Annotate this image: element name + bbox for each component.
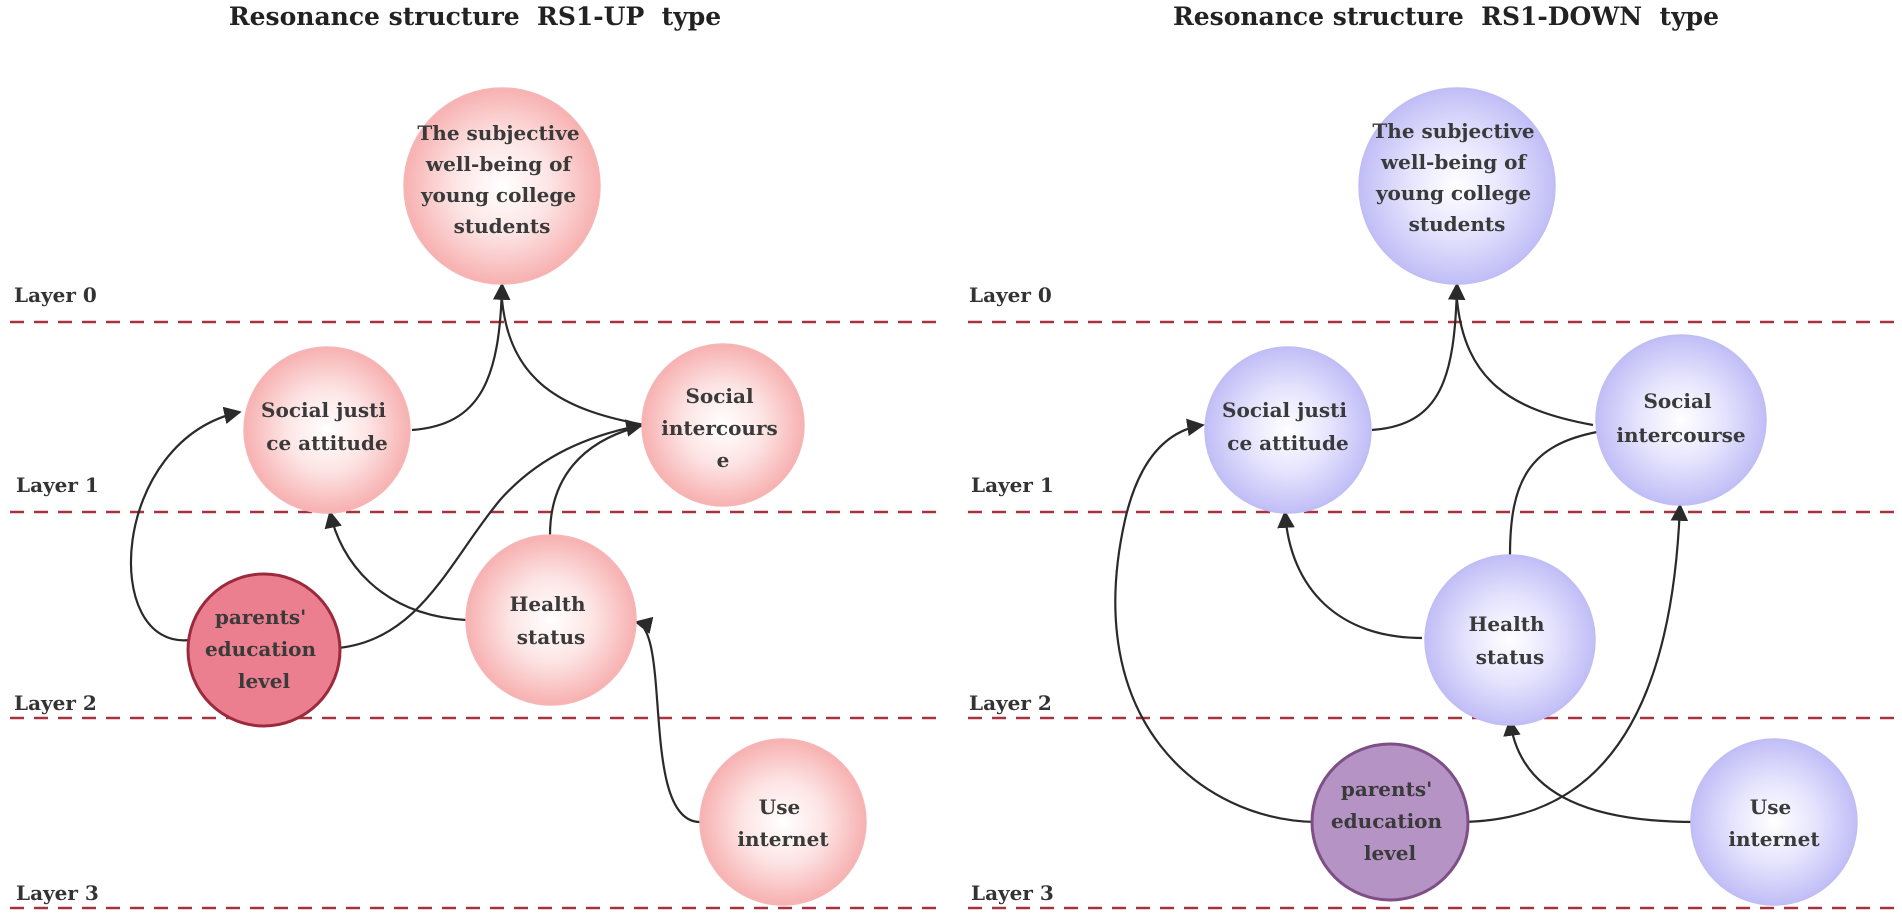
layer-label-0: Layer 0 (969, 283, 1052, 307)
edge-health-to-si (548, 423, 646, 536)
node-label: Social intercours e (661, 384, 784, 472)
node-swb: The subjective well-being of young colle… (1358, 87, 1556, 285)
node-label: Use internet (1728, 795, 1820, 851)
node-circle (1424, 554, 1596, 726)
node-label: Health status (510, 592, 593, 649)
layer-label-1: Layer 1 (16, 473, 99, 497)
node-circle (1310, 742, 1470, 902)
node-use-internet: Use internet (699, 738, 867, 906)
node-label: The subjective well-being of young colle… (1372, 119, 1541, 236)
node-label: Social intercourse (1616, 389, 1745, 447)
edge-health-to-sja (1277, 510, 1423, 640)
node-circle (1204, 346, 1372, 514)
node-label: Social justi ce attitude (1222, 398, 1354, 455)
edge-health-to-si (1508, 430, 1598, 556)
layer-label-0: Layer 0 (14, 283, 97, 307)
node-circle (465, 534, 637, 706)
edge-parents-to-sja (129, 406, 242, 642)
edge-parents-to-sja (1114, 418, 1317, 824)
layer-label-2: Layer 2 (14, 691, 97, 715)
node-social-justice-attitude: Social justi ce attitude (243, 346, 411, 514)
node-label: Health status (1469, 612, 1552, 669)
node-swb: The subjective well-being of young colle… (403, 87, 601, 285)
node-circle (186, 572, 342, 728)
layer-label-3: Layer 3 (971, 881, 1054, 905)
node-social-justice-attitude: Social justi ce attitude (1204, 346, 1372, 514)
edge-sja-to-swb (411, 282, 511, 432)
node-parents-education-level: parents' education level (186, 572, 342, 728)
edge-parents-to-si (1457, 503, 1689, 824)
node-parents-education-level: parents' education level (1310, 742, 1470, 902)
edge-si-to-swb (500, 299, 646, 427)
node-social-intercourse: Social intercours e (641, 343, 805, 507)
layer-label-1: Layer 1 (971, 473, 1054, 497)
node-health-status: Health status (1424, 554, 1596, 726)
panel-rs1-down: Resonance structure RS1-DOWN type Layer … (968, 2, 1898, 910)
node-label: The subjective well-being of young colle… (417, 121, 586, 238)
node-label: parents' education level (1331, 777, 1449, 865)
node-label: parents' education level (205, 605, 323, 693)
node-label: Social justi ce attitude (261, 398, 393, 455)
node-circle (641, 343, 805, 507)
node-circle (243, 346, 411, 514)
node-label: Use internet (737, 795, 829, 851)
node-circle (699, 738, 867, 906)
edge-health-to-sja (324, 510, 467, 622)
edge-internet-to-health (1503, 718, 1696, 824)
edge-parents-to-si (337, 419, 644, 650)
layer-label-3: Layer 3 (16, 881, 99, 905)
node-circle (1595, 334, 1767, 506)
edge-si-to-swb (1455, 299, 1594, 427)
node-circle (1690, 738, 1858, 906)
node-health-status: Health status (465, 534, 637, 706)
node-circle (403, 87, 601, 285)
panel-title: Resonance structure RS1-UP type (229, 2, 721, 31)
panel-rs1-up: Resonance structure RS1-UP type Layer 0 … (10, 2, 940, 910)
node-use-internet: Use internet (1690, 738, 1858, 906)
edge-internet-to-health (634, 616, 701, 824)
node-circle (1358, 87, 1556, 285)
panel-title: Resonance structure RS1-DOWN type (1173, 2, 1719, 31)
layer-label-2: Layer 2 (969, 691, 1052, 715)
edge-sja-to-swb (1371, 282, 1466, 432)
node-social-intercourse: Social intercourse (1595, 334, 1767, 506)
